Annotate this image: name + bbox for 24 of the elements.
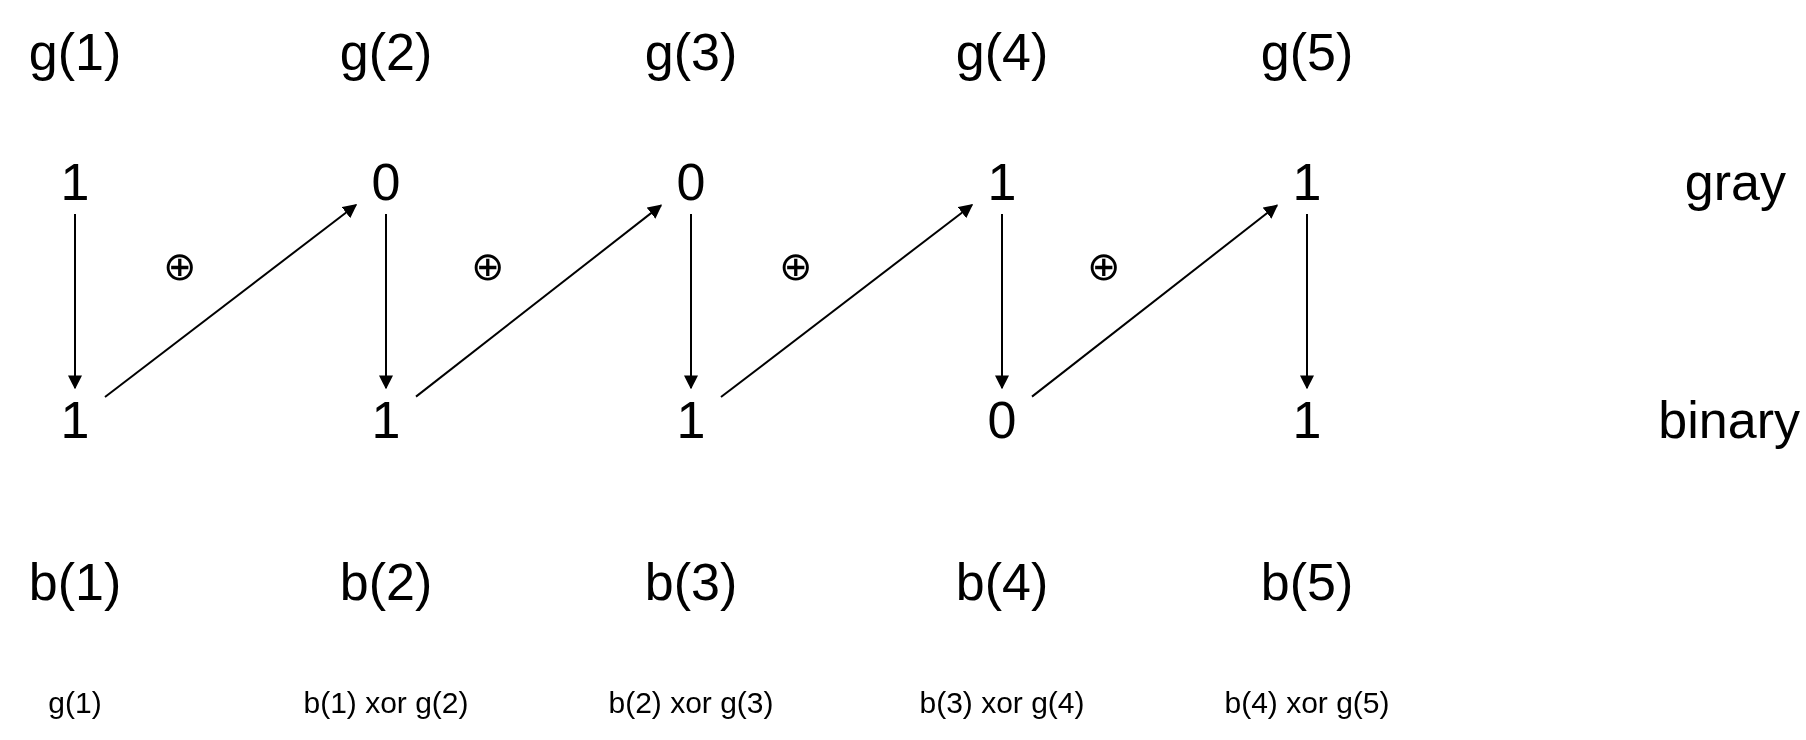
bit-digit: 0: [987, 394, 1017, 446]
arrow: [379, 213, 393, 390]
bit-digit: 0: [371, 156, 401, 208]
arrow: [104, 203, 358, 399]
arrow: [684, 213, 698, 390]
bit-digit: 1: [676, 394, 706, 446]
arrow: [68, 213, 82, 390]
arrow: [995, 213, 1009, 390]
formula-text: b(2) xor g(3): [608, 688, 774, 718]
formula-text: g(1): [48, 688, 102, 718]
arrow: [415, 204, 663, 398]
arrow: [1031, 204, 1279, 398]
bit-digit: 1: [1292, 156, 1322, 208]
arrow: [1300, 213, 1314, 390]
formula-text: b(3) xor g(4): [919, 688, 1085, 718]
arrow: [720, 203, 974, 399]
bit-digit: 1: [60, 394, 90, 446]
formula-text: b(1) xor g(2): [303, 688, 469, 718]
formula-text: b(4) xor g(5): [1224, 688, 1390, 718]
bit-digit: 1: [60, 156, 90, 208]
bit-digit: 1: [987, 156, 1017, 208]
bit-digit: 1: [371, 394, 401, 446]
bit-digit: 1: [1292, 394, 1322, 446]
bit-digit: 0: [676, 156, 706, 208]
